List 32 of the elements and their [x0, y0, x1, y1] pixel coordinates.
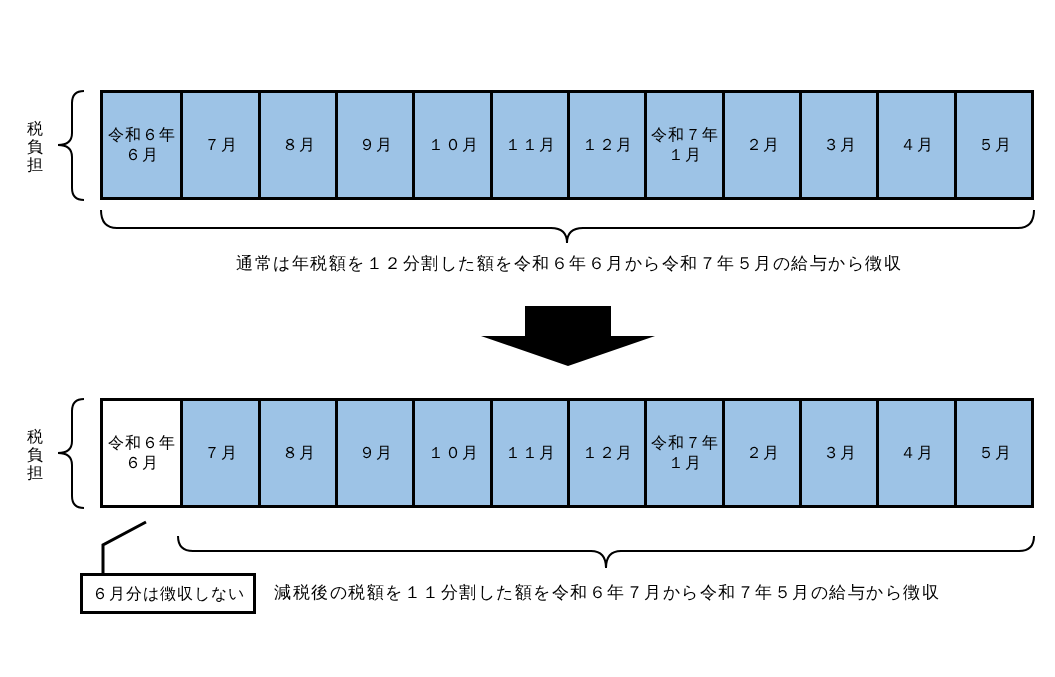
caption-text: 減税後の税額を１１分割した額を令和６年７月から令和７年５月の給与から徴収 — [274, 581, 940, 603]
month-strip — [100, 90, 1034, 200]
month-cell: １０月 — [412, 93, 490, 197]
side-label: 税負担 — [26, 428, 43, 482]
month-cell: ２月 — [722, 401, 799, 505]
month-cell: ５月 — [954, 401, 1031, 505]
month-cell: ３月 — [799, 93, 876, 197]
month-strip — [100, 398, 1034, 508]
month-cell: １０月 — [412, 401, 490, 505]
month-cell: ４月 — [876, 401, 954, 505]
month-cell: 令和７年１月 — [644, 93, 722, 197]
callout-box: ６月分は徴収しない — [80, 573, 256, 614]
month-cell: ８月 — [258, 401, 335, 505]
month-cell: ７月 — [180, 93, 258, 197]
month-cell: ３月 — [799, 401, 876, 505]
month-cell: ２月 — [722, 93, 799, 197]
month-cell: 令和７年１月 — [644, 401, 722, 505]
month-cell: 令和６年６月 — [103, 93, 180, 197]
month-cell: ４月 — [876, 93, 954, 197]
month-cell: ７月 — [180, 401, 258, 505]
caption-text: 通常は年税額を１２分割した額を令和６年６月から令和７年５月の給与から徴収 — [236, 252, 902, 274]
month-cell: ５月 — [954, 93, 1031, 197]
month-cell: １１月 — [490, 93, 567, 197]
month-cell: １２月 — [567, 401, 644, 505]
side-label: 税負担 — [26, 120, 43, 174]
month-cell: ８月 — [258, 93, 335, 197]
month-cell: ９月 — [335, 93, 412, 197]
leader-line — [101, 520, 147, 573]
block-arrow — [481, 306, 655, 366]
month-cell: １２月 — [567, 93, 644, 197]
month-cell: １１月 — [490, 401, 567, 505]
month-cell: ９月 — [335, 401, 412, 505]
